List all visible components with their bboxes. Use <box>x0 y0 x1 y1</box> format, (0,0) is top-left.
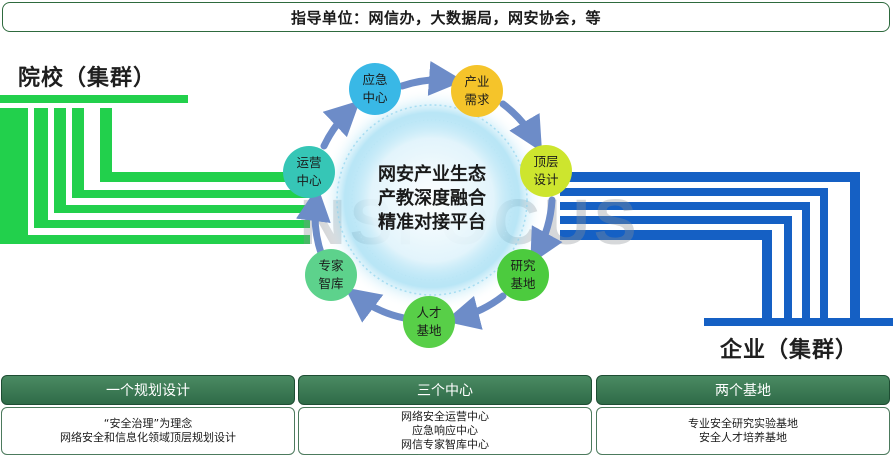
card-line: 网络安全运营中心 <box>401 410 489 423</box>
node-circle <box>305 249 357 301</box>
card-title: 两个基地 <box>596 375 890 405</box>
node-label-line1: 研究 <box>510 258 536 273</box>
center-halo <box>320 88 544 312</box>
node-circle <box>497 249 549 301</box>
institution-cluster-label: 院校（集群） <box>18 66 157 91</box>
card-title: 一个规划设计 <box>1 375 295 405</box>
center-line-1: 网安产业生态 <box>378 163 486 185</box>
node-talent-base: 人才 基地 <box>403 296 455 348</box>
node-research-base: 研究 基地 <box>497 249 549 301</box>
node-circle <box>283 146 335 198</box>
card-line: 网络安全和信息化领域顶层规划设计 <box>60 431 236 444</box>
card-line: 专业安全研究实验基地 <box>688 417 798 430</box>
node-label-line2: 设计 <box>533 172 558 187</box>
card-line: 网信专家智库中心 <box>401 438 489 451</box>
card-body: “安全治理”为理念 网络安全和信息化领域顶层规划设计 <box>1 407 295 455</box>
node-label-line1: 专家 <box>318 258 344 273</box>
card-line: 应急响应中心 <box>412 424 478 437</box>
node-label-line1: 顶层 <box>533 154 558 169</box>
node-circle <box>451 65 503 117</box>
node-label-line1: 产业 <box>464 74 489 89</box>
card-title: 三个中心 <box>298 375 592 405</box>
guidance-banner: 指导单位：网信办，大数据局，网安协会，等 <box>2 2 890 32</box>
card-line: 安全人才培养基地 <box>699 431 787 444</box>
node-circle <box>349 63 401 115</box>
node-label-line2: 中心 <box>296 173 322 188</box>
card-line: “安全治理”为理念 <box>103 417 193 430</box>
node-label-line2: 需求 <box>464 92 490 107</box>
node-expert-think-tank: 专家 智库 <box>305 249 357 301</box>
node-label-line2: 智库 <box>318 276 343 291</box>
card-body: 网络安全运营中心 应急响应中心 网信专家智库中心 <box>298 407 592 455</box>
node-operations-center: 运营 中心 <box>283 146 335 198</box>
node-industry-demand: 产业 需求 <box>451 65 503 117</box>
node-label-line1: 应急 <box>362 72 387 87</box>
node-top-design: 顶层 设计 <box>520 145 572 197</box>
card-planning: 一个规划设计 “安全治理”为理念 网络安全和信息化领域顶层规划设计 <box>1 375 295 455</box>
node-label-line2: 基地 <box>510 276 536 291</box>
node-emergency-center: 应急 中心 <box>349 63 401 115</box>
center-line-2: 产教深度融合 <box>378 187 487 209</box>
center-line-3: 精准对接平台 <box>378 211 486 233</box>
banner-text: 指导单位：网信办，大数据局，网安协会，等 <box>290 8 601 27</box>
node-label-line1: 人才 <box>416 305 441 320</box>
node-label-line1: 运营 <box>296 155 321 170</box>
node-label-line2: 基地 <box>416 323 442 338</box>
institution-bars <box>0 95 310 244</box>
node-circle <box>403 296 455 348</box>
enterprise-bars <box>560 172 893 326</box>
card-three-centers: 三个中心 网络安全运营中心 应急响应中心 网信专家智库中心 <box>298 375 592 455</box>
card-body: 专业安全研究实验基地 安全人才培养基地 <box>596 407 890 455</box>
card-two-bases: 两个基地 专业安全研究实验基地 安全人才培养基地 <box>596 375 890 455</box>
node-circle <box>520 145 572 197</box>
node-label-line2: 中心 <box>362 90 388 105</box>
enterprise-cluster-label: 企业（集群） <box>720 338 859 363</box>
